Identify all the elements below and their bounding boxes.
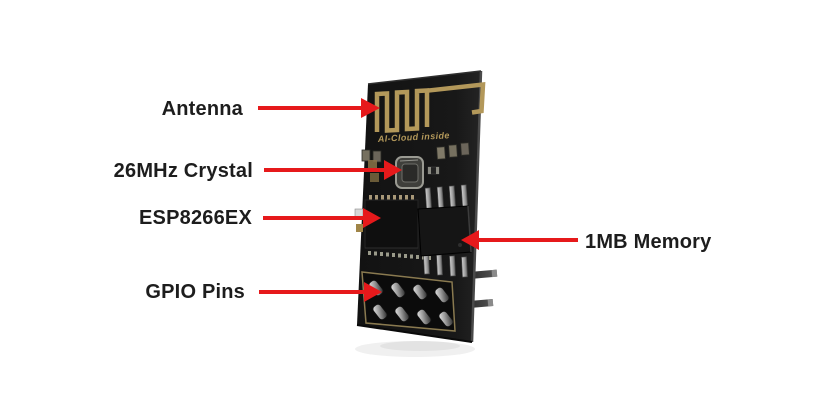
gpio-pins <box>368 279 454 328</box>
crystal-arrow <box>264 160 402 180</box>
label-gpio-pins: GPIO Pins <box>145 281 245 303</box>
memory-arrow <box>461 230 578 250</box>
label-1mb-memory: 1MB Memory <box>585 231 712 253</box>
antenna-arrow <box>258 98 380 118</box>
memory-arrowhead <box>461 230 479 250</box>
passive-components <box>368 160 440 182</box>
board-shadow <box>355 341 475 357</box>
crystal-component <box>395 156 424 189</box>
esp8266ex-chip <box>364 195 431 260</box>
label-esp8266ex: ESP8266EX <box>139 207 252 229</box>
crystal-arrowhead <box>384 160 402 180</box>
pcb-meander-antenna <box>374 81 486 133</box>
esp-arrow <box>263 208 381 228</box>
flash-memory-chip <box>417 184 472 278</box>
esp-arrowhead <box>363 208 381 228</box>
silkscreen-text: AI-Cloud inside <box>377 130 450 144</box>
label-antenna: Antenna <box>161 98 243 120</box>
antenna-arrowhead <box>361 98 380 118</box>
label-26mhz-crystal: 26MHz Crystal <box>113 160 253 182</box>
gpio-pin-header <box>361 271 456 332</box>
gpio-arrowhead <box>364 282 382 302</box>
callout-arrows <box>258 98 578 302</box>
gpio-arrow <box>259 282 382 302</box>
solder-pads <box>361 142 470 163</box>
